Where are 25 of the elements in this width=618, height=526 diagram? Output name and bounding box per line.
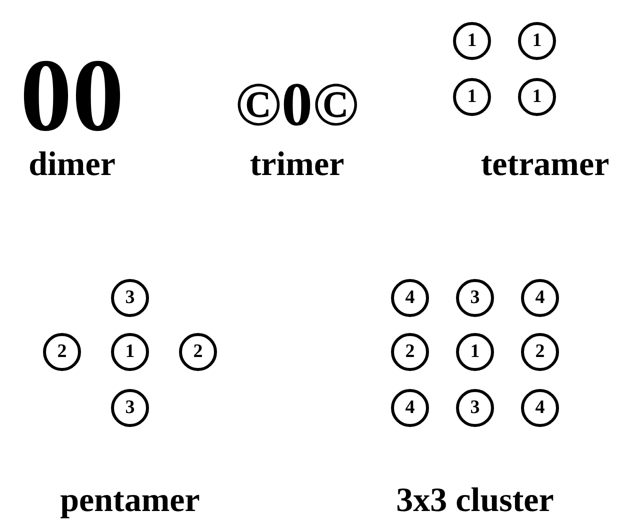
- big-digits: 00: [20, 44, 124, 148]
- caption: 3x3 cluster: [396, 484, 554, 518]
- numbered-circle: 3: [111, 389, 149, 427]
- numbered-circle: 4: [521, 279, 559, 317]
- caption: tetramer: [480, 148, 610, 182]
- numbered-circle: 2: [179, 333, 217, 371]
- caption: pentamer: [60, 484, 200, 518]
- numbered-circle: 3: [456, 279, 494, 317]
- numbered-circle: 1: [518, 22, 556, 60]
- numbered-circle: 1: [453, 78, 491, 116]
- numbered-circle: 1: [518, 78, 556, 116]
- symbol-text: ©0©: [235, 74, 359, 136]
- numbered-circle: 2: [43, 333, 81, 371]
- numbered-circle: 3: [456, 389, 494, 427]
- numbered-circle: 1: [111, 333, 149, 371]
- numbered-circle: 1: [456, 333, 494, 371]
- numbered-circle: 4: [391, 279, 429, 317]
- numbered-circle: 3: [111, 279, 149, 317]
- numbered-circle: 4: [521, 389, 559, 427]
- numbered-circle: 2: [391, 333, 429, 371]
- numbered-circle: 2: [521, 333, 559, 371]
- caption: dimer: [28, 148, 116, 182]
- numbered-circle: 1: [453, 22, 491, 60]
- caption: trimer: [250, 148, 344, 182]
- numbered-circle: 4: [391, 389, 429, 427]
